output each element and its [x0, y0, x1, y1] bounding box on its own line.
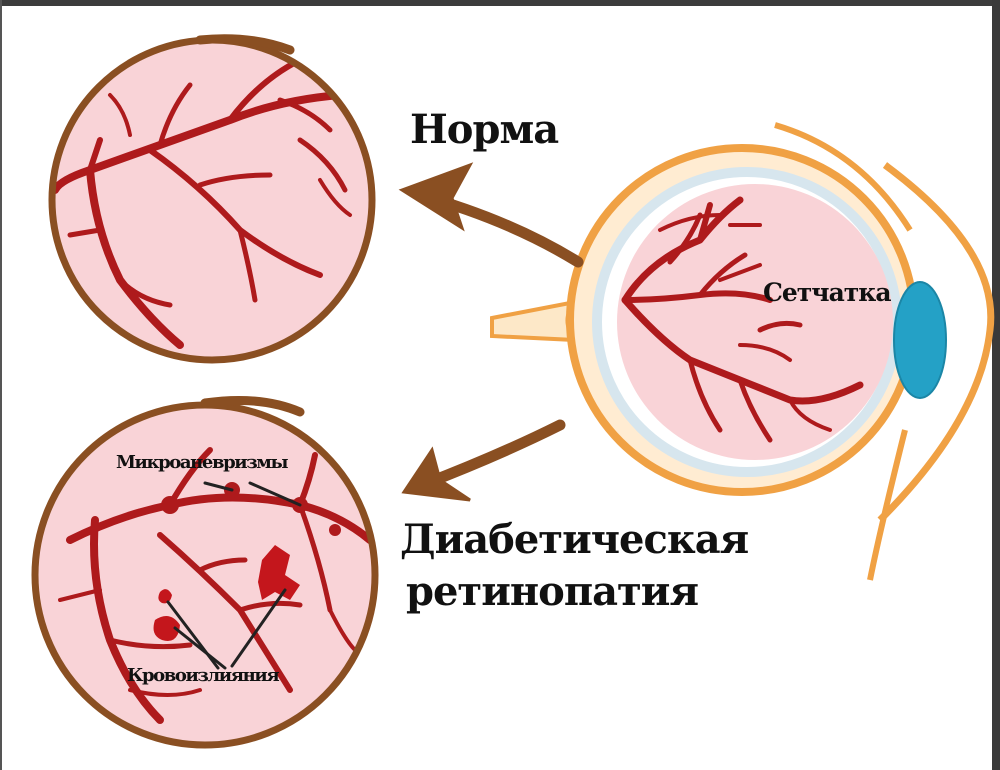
- label-normal: Норма: [410, 106, 558, 153]
- iris: [894, 282, 946, 398]
- label-retina: Сетчатка: [763, 278, 891, 307]
- normal-retina: [52, 39, 372, 360]
- label-diabetic-line1: Диабетическая: [400, 516, 748, 563]
- label-diabetic-line2: ретинопатия: [406, 568, 698, 615]
- label-hemorrhages: Кровоизлияния: [127, 665, 278, 686]
- eye-cross-section: [492, 125, 991, 580]
- arrow-to-normal: [402, 165, 578, 262]
- lower-lid: [870, 430, 905, 580]
- label-microaneurysms: Микроаневризмы: [116, 452, 287, 473]
- optic-nerve: [492, 302, 575, 340]
- arrow-to-diabetic: [404, 425, 560, 500]
